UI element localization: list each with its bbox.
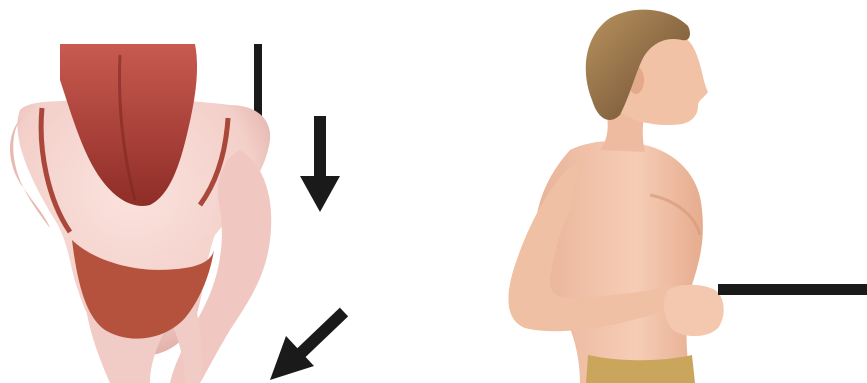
diagonal-arrow-icon	[270, 312, 344, 380]
female-figure-illustration	[0, 0, 430, 383]
fist	[664, 285, 724, 336]
down-arrow-icon	[300, 116, 340, 212]
torso	[535, 141, 703, 383]
horizontal-bar	[718, 284, 867, 295]
right-panel	[430, 0, 867, 383]
left-panel	[0, 0, 430, 383]
male-figure-illustration	[430, 0, 867, 383]
